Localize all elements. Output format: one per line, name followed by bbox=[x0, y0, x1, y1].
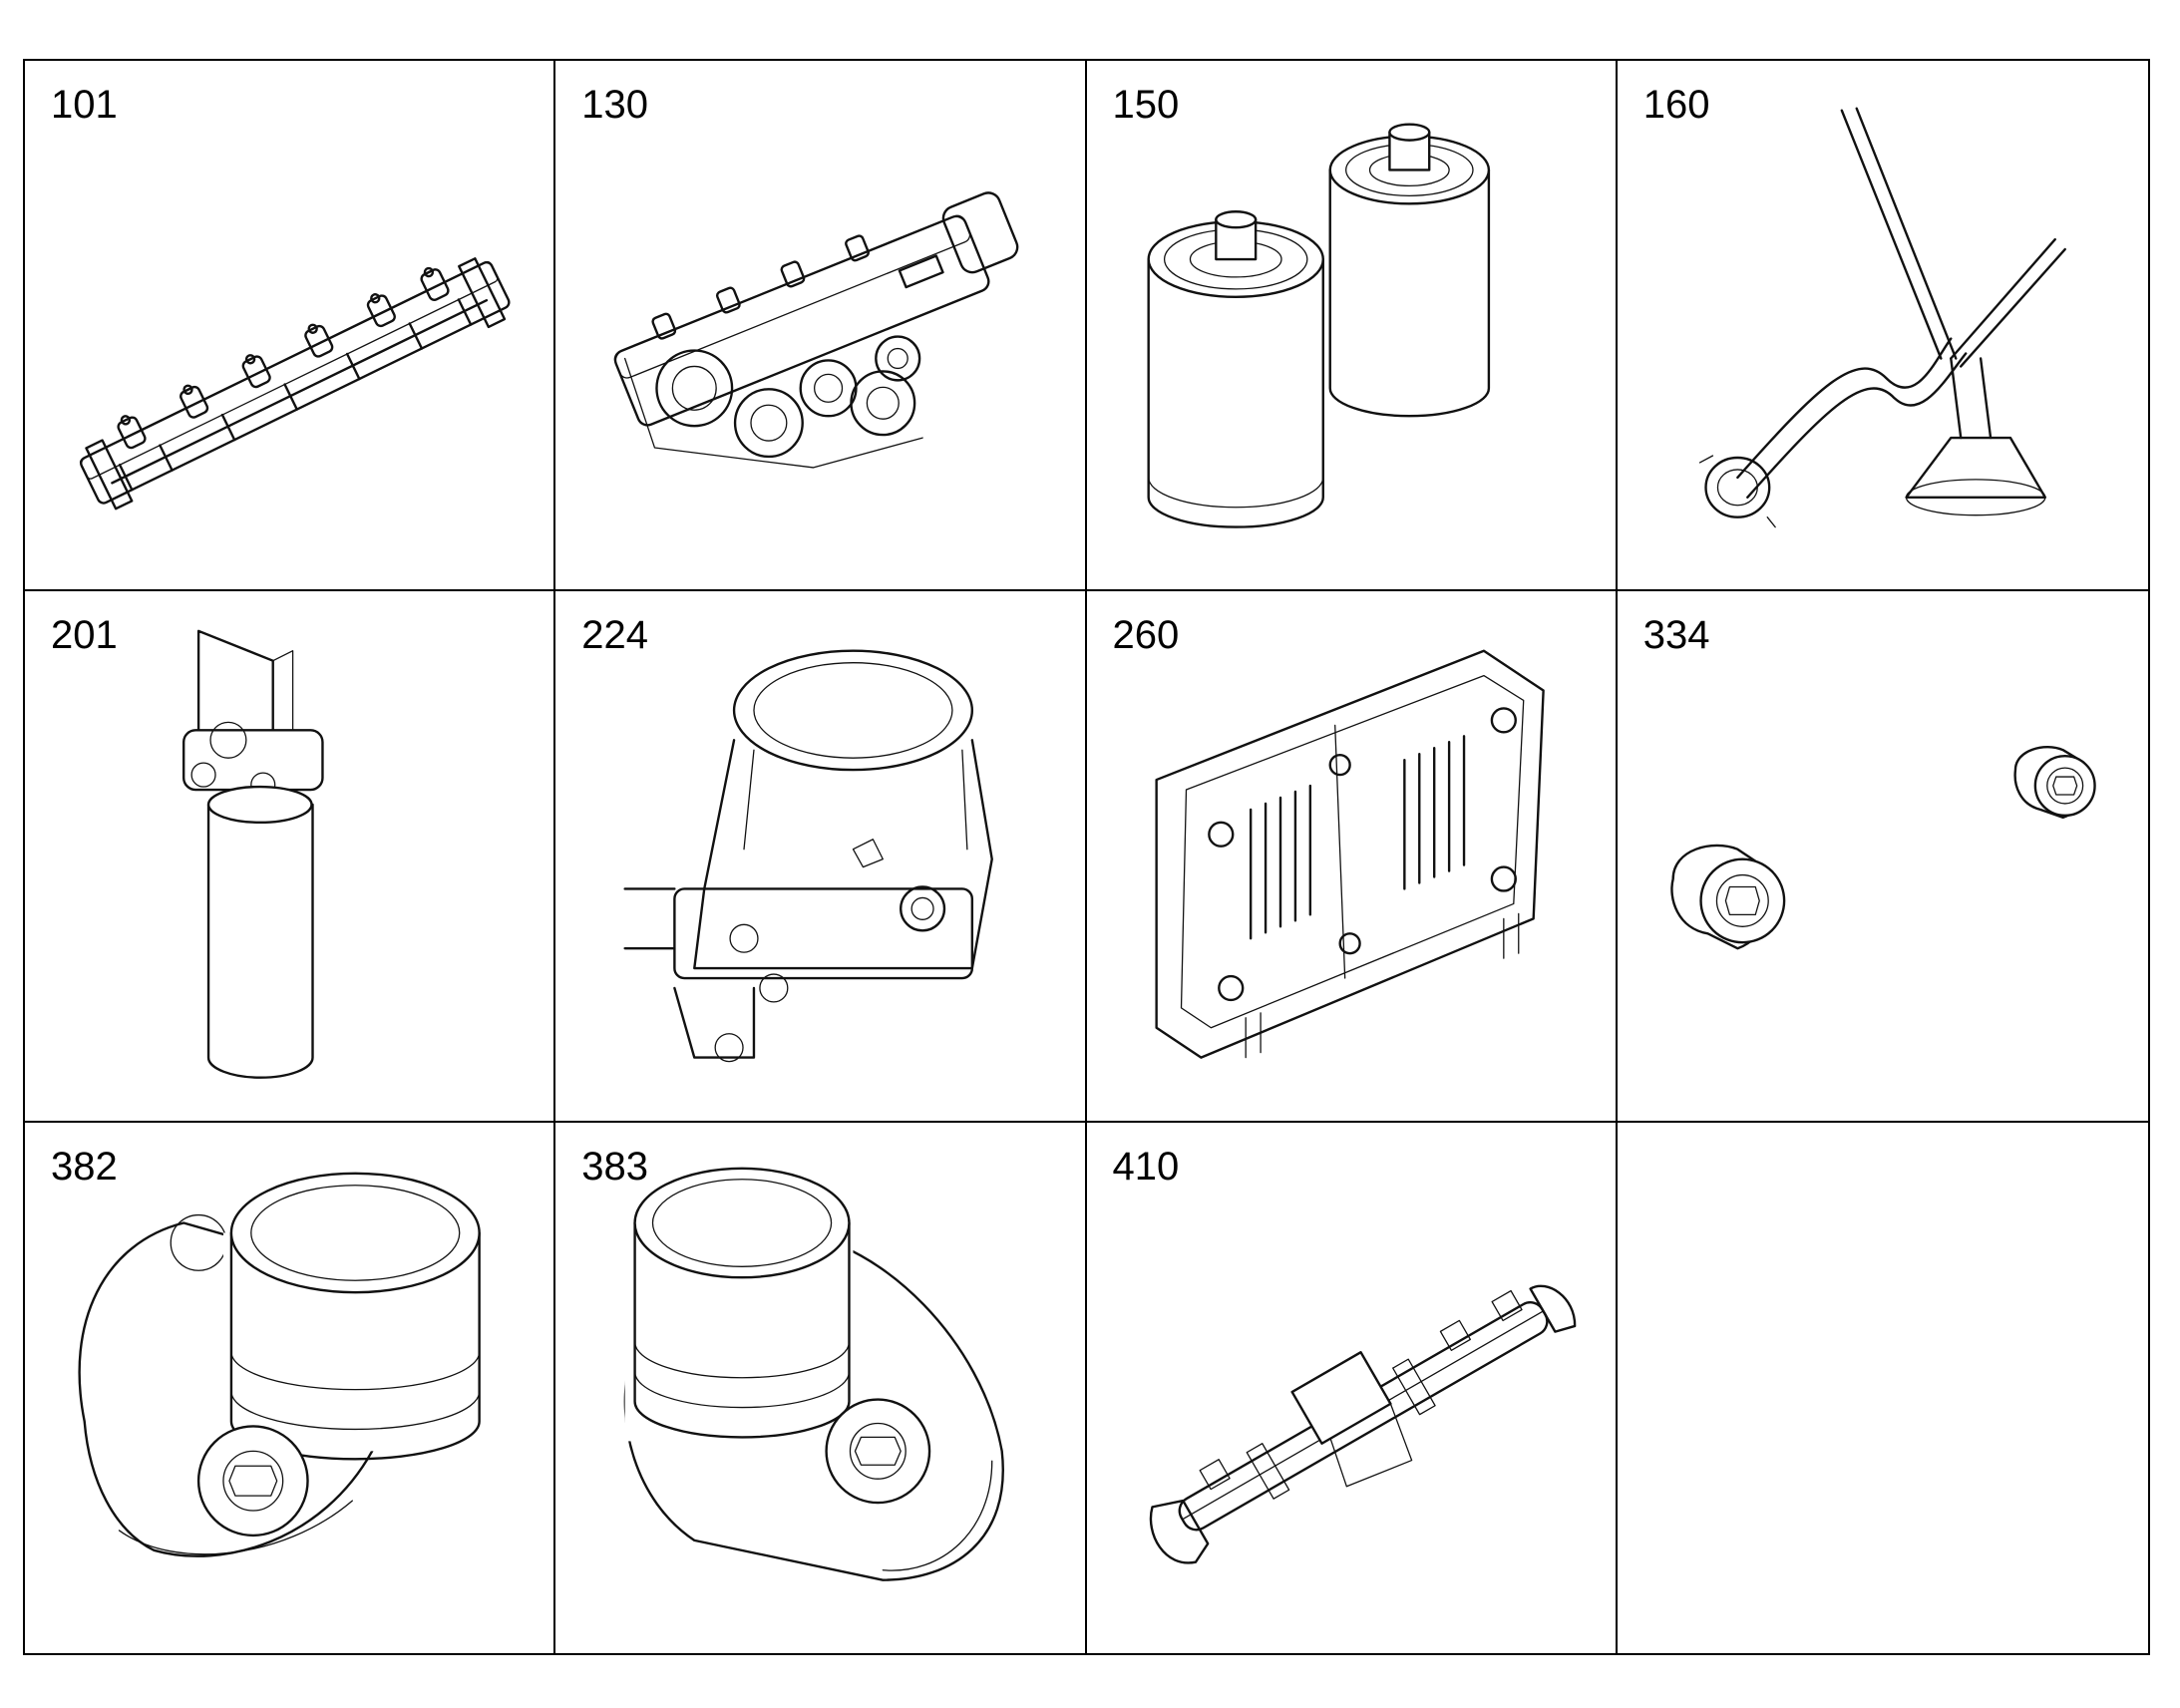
part-number: 150 bbox=[1112, 83, 1180, 127]
part-cell-383[interactable]: 383 bbox=[555, 1122, 1087, 1653]
part-cell-150[interactable]: 150 bbox=[1086, 61, 1618, 592]
intake-manifold-rail-icon bbox=[79, 257, 511, 511]
part-number: 334 bbox=[1642, 613, 1710, 658]
turbo-housing-right-icon bbox=[623, 1167, 1005, 1581]
part-number: 201 bbox=[51, 613, 118, 658]
part-number: 410 bbox=[1112, 1144, 1180, 1189]
part-cell-201[interactable]: 201 bbox=[25, 591, 556, 1123]
part-cell-130[interactable]: 130 bbox=[555, 61, 1087, 592]
part-cell-260[interactable]: 260 bbox=[1086, 591, 1618, 1123]
fuel-filter-with-bracket-icon bbox=[182, 629, 324, 1080]
part-number: 382 bbox=[51, 1144, 118, 1189]
screw-plugs-icon bbox=[1670, 746, 2096, 950]
intake-manifold-icon bbox=[613, 191, 1019, 469]
turbo-housing-left-icon bbox=[78, 1172, 481, 1557]
empty-cell bbox=[1618, 1123, 2148, 1653]
oil-suction-pipe-icon bbox=[1698, 107, 2066, 528]
part-number: 260 bbox=[1112, 613, 1180, 658]
part-cell-382[interactable]: 382 bbox=[25, 1122, 556, 1653]
parts-grid: 101 130 bbox=[23, 59, 2150, 1655]
part-number: 101 bbox=[51, 83, 118, 127]
air-duct-housing-icon bbox=[623, 649, 994, 1063]
part-cell-224[interactable]: 224 bbox=[555, 591, 1087, 1123]
part-cell-160[interactable]: 160 bbox=[1617, 61, 2148, 592]
part-cell-101[interactable]: 101 bbox=[25, 61, 556, 592]
cover-plate-icon bbox=[1154, 649, 1545, 1060]
twin-filter-cartridges-icon bbox=[1146, 123, 1490, 528]
part-number: 160 bbox=[1642, 83, 1710, 127]
part-number: 383 bbox=[581, 1144, 648, 1189]
part-number: 130 bbox=[581, 83, 648, 127]
part-cell-334[interactable]: 334 bbox=[1617, 591, 2148, 1123]
exhaust-manifold-icon bbox=[1149, 1284, 1576, 1564]
part-cell-410[interactable]: 410 bbox=[1087, 1122, 1618, 1653]
part-number: 224 bbox=[581, 613, 648, 658]
